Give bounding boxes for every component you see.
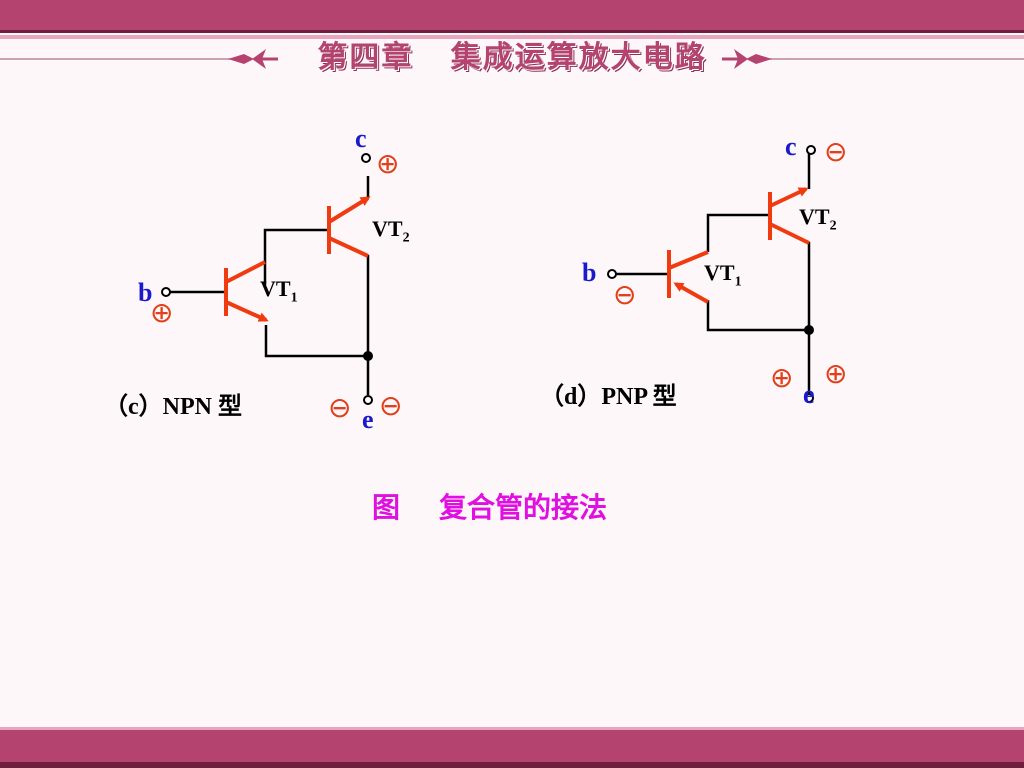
npn-e-minus-icon-right: ⊖ (379, 389, 403, 422)
npn-label-c: c (355, 124, 367, 153)
pnp-label-b: b (582, 258, 597, 287)
pnp-vt1-transistor (667, 250, 709, 304)
npn-label-e: e (362, 405, 374, 434)
top-band (0, 0, 1024, 39)
pnp-e-plus-icon-right: ⊕ (824, 357, 848, 390)
npn-wires (169, 176, 370, 395)
pnp-b-minus-icon: ⊖ (613, 278, 637, 311)
npn-caption: （c）NPN 型 (104, 394, 242, 420)
npn-vt2-transistor (327, 196, 371, 258)
pnp-e-plus-icon-left: ⊕ (770, 361, 794, 394)
figure-caption: 图 复合管的接法 (372, 491, 607, 524)
bottom-band (0, 727, 1024, 768)
npn-e-minus-icon-left: ⊖ (328, 391, 352, 424)
header-line-right (770, 58, 1024, 60)
npn-label-b: b (138, 278, 153, 307)
npn-junction-dot (363, 351, 373, 361)
page-title: 第四章 集成运算放大电路 (317, 40, 707, 75)
pnp-caption: （d）PNP 型 (540, 384, 677, 410)
npn-vt1-transistor (224, 260, 269, 322)
pnp-label-vt2: VT2 (799, 204, 837, 234)
pnp-junction-dot (804, 325, 814, 335)
pnp-wires (615, 152, 811, 393)
arrow-decoration-left-icon (228, 49, 278, 69)
pnp-terminal-c (806, 145, 816, 155)
pnp-vt2-transistor (768, 187, 810, 245)
header-line-left (0, 58, 230, 60)
npn-terminal-b (161, 287, 171, 297)
pnp-terminal-b (607, 269, 617, 279)
pnp-label-e: e (803, 380, 815, 409)
npn-label-vt2: VT2 (372, 216, 410, 246)
pnp-label-vt1: VT1 (704, 260, 742, 290)
npn-c-plus-icon: ⊕ (376, 147, 400, 180)
npn-label-vt1: VT1 (260, 276, 298, 306)
arrow-decoration-right-icon (722, 49, 772, 69)
pnp-c-minus-icon: ⊖ (824, 135, 848, 168)
pnp-label-c: c (785, 132, 797, 161)
pnp-terminal-e (804, 393, 814, 403)
npn-b-plus-icon: ⊕ (150, 296, 174, 329)
npn-terminal-e (363, 395, 373, 405)
npn-terminal-c (361, 153, 371, 163)
